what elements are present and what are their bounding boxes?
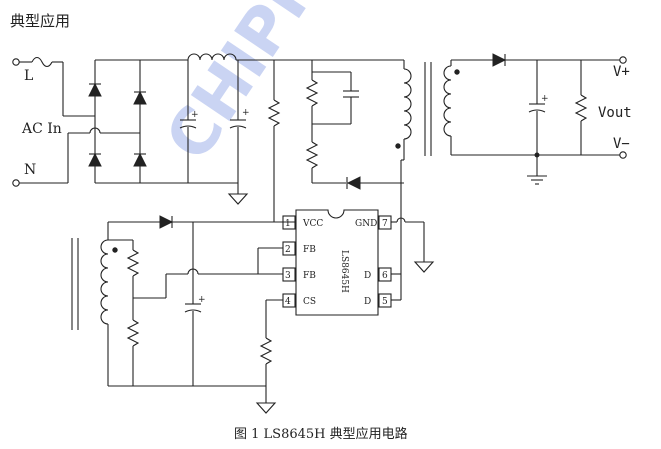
ground-symbol xyxy=(227,193,249,205)
fb-resistor-2 xyxy=(126,319,140,347)
svg-text:7: 7 xyxy=(382,219,388,229)
transformer xyxy=(395,60,460,300)
label-ac-in: AC In xyxy=(21,121,62,137)
terminal-v-plus xyxy=(619,56,627,64)
bridge-diode-3 xyxy=(88,152,102,167)
output-stage: + V+ Vout V− xyxy=(451,53,632,185)
terminal-n xyxy=(12,179,20,187)
snubber-resistor-2 xyxy=(305,141,319,169)
terminal-v-minus xyxy=(619,151,627,159)
output-load-resistor xyxy=(574,94,588,122)
ic-pin-3-name: FB xyxy=(303,271,316,281)
bridge-diode-2 xyxy=(133,90,147,105)
svg-text:3: 3 xyxy=(285,271,291,281)
ic-body xyxy=(295,209,379,316)
ic-pin-1 xyxy=(282,215,296,230)
secondary-dot xyxy=(454,69,460,75)
section-heading: 典型应用 xyxy=(10,12,70,30)
aux-diode xyxy=(159,215,174,229)
filter-inductor xyxy=(187,53,237,61)
cs-ground xyxy=(255,402,277,414)
label-v-minus: V− xyxy=(613,136,630,152)
terminal-l xyxy=(12,58,20,66)
svg-text:1: 1 xyxy=(285,219,291,229)
svg-text:+: + xyxy=(198,295,206,305)
ic-pin-4-name: CS xyxy=(303,297,316,307)
aux-dot xyxy=(112,247,118,253)
watermark: CHIPHI xyxy=(152,0,352,174)
ac-input: L AC In N xyxy=(12,56,140,187)
bridge-rectifier xyxy=(88,59,238,184)
ic-ls8645h: LS8645H 1 VCC 2 FB 3 FB 4 CS 5 D 6 D 7 G… xyxy=(282,209,392,316)
ic-pin-5-name: D xyxy=(364,297,371,307)
label-n: N xyxy=(24,162,36,178)
label-v-plus: V+ xyxy=(613,64,630,80)
svg-text:+: + xyxy=(541,94,549,104)
svg-text:+: + xyxy=(191,110,199,120)
output-ground xyxy=(527,175,547,185)
figure-caption: 图 1 LS8645H 典型应用电路 xyxy=(234,426,408,442)
output-diode xyxy=(492,53,507,67)
svg-text:+: + xyxy=(242,108,250,118)
secondary-winding xyxy=(443,65,452,137)
ic-pin-2-name: FB xyxy=(303,245,316,255)
startup-resistor xyxy=(267,99,281,127)
input-filter: + + xyxy=(179,53,404,205)
label-vout: Vout xyxy=(598,105,632,121)
ic-pin-7-name: GND xyxy=(355,219,377,229)
svg-text:5: 5 xyxy=(382,297,388,307)
fb-resistor-1 xyxy=(126,249,140,277)
ic-ground xyxy=(413,261,435,273)
fuse xyxy=(31,56,53,68)
svg-text:6: 6 xyxy=(382,271,388,281)
rcd-snubber xyxy=(305,60,404,190)
primary-winding xyxy=(403,68,412,140)
label-l: L xyxy=(24,68,33,84)
aux-supply: + xyxy=(71,215,283,414)
snubber-diode xyxy=(346,176,361,190)
bridge-diode-4 xyxy=(133,152,147,167)
ic-part-name: LS8645H xyxy=(339,250,349,293)
ic-pin-1-name: VCC xyxy=(302,219,323,229)
bridge-diode-1 xyxy=(88,82,102,97)
svg-text:4: 4 xyxy=(285,297,291,307)
ic-pin-6-name: D xyxy=(364,271,371,281)
snubber-resistor-1 xyxy=(305,79,319,107)
aux-winding xyxy=(100,239,109,325)
svg-text:2: 2 xyxy=(285,245,291,255)
primary-dot xyxy=(395,143,401,149)
cs-resistor xyxy=(259,337,273,365)
